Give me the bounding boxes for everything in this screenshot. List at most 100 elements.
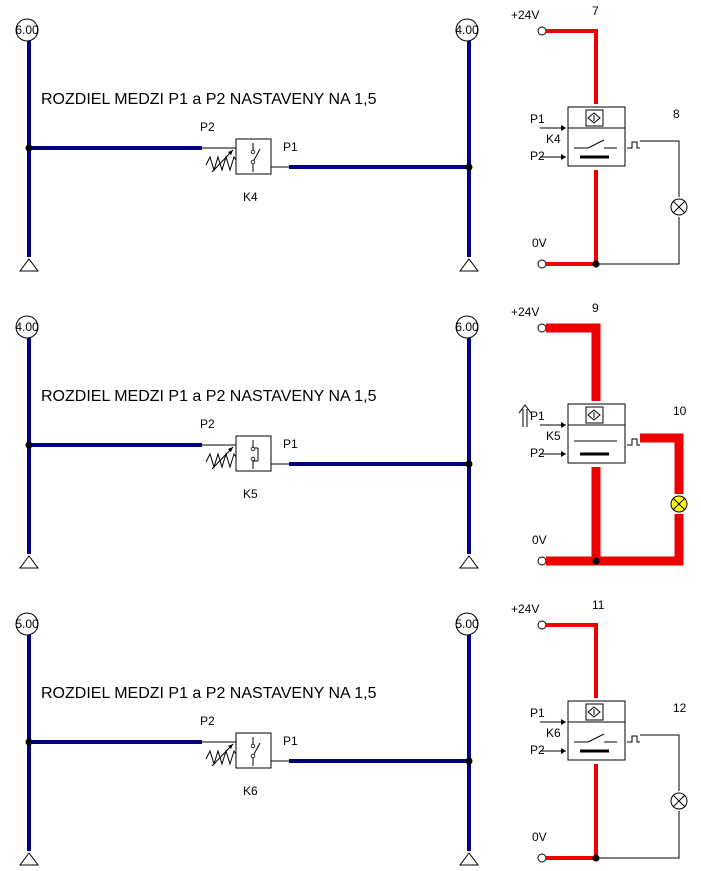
junction-dot <box>592 854 600 862</box>
output-wire <box>640 734 680 791</box>
arrow-head-icon <box>228 744 233 749</box>
arrow-icon <box>561 154 566 160</box>
supply-wire <box>546 623 598 698</box>
junction-dot <box>25 738 33 746</box>
indicator-lamp <box>670 792 688 810</box>
supply-terminal <box>537 620 547 630</box>
junction-dot <box>465 460 473 468</box>
right-gauge-value: 6.00 <box>455 320 479 334</box>
arrow-icon <box>561 748 566 754</box>
adjust-arrow-icon <box>211 743 234 767</box>
adjust-arrow-icon <box>211 149 234 173</box>
pressure-switch <box>202 435 289 472</box>
sensor-p1-label: P1 <box>530 112 545 126</box>
port-p1-label: P1 <box>283 140 298 154</box>
port-p2-label: P2 <box>200 714 215 728</box>
right-pressure-gauge: 5.00 <box>455 612 479 636</box>
lamp-cross <box>672 497 686 511</box>
indicator-lamp <box>670 198 688 216</box>
right-gauge-value: 4.00 <box>455 23 479 37</box>
ground-terminal <box>537 259 547 269</box>
sensor-diamond-icon <box>587 112 601 124</box>
supply-voltage-label: +24V <box>511 305 539 319</box>
sensor-label: K4 <box>546 132 561 146</box>
ground-voltage-label: 0V <box>532 830 547 844</box>
arrow-head-icon <box>228 150 233 155</box>
sensor-contact-open <box>587 733 605 743</box>
ground-terminal <box>537 853 547 863</box>
supply-voltage-label: +24V <box>511 8 539 22</box>
pressure-switch <box>202 732 289 769</box>
lamp-return-wire <box>596 514 684 566</box>
left-gauge-value: 4.00 <box>15 320 39 334</box>
sensor-p1-label: P1 <box>530 706 545 720</box>
output-line-number: 10 <box>673 404 687 418</box>
sensor-diamond-icon <box>587 706 601 718</box>
diagram-note: ROZDIEL MEDZI P1 a P2 NASTAVENY NA 1,5 <box>41 685 377 702</box>
sensor-label: K6 <box>546 726 561 740</box>
supply-wire <box>546 29 598 104</box>
supply-line-number: 9 <box>592 301 599 315</box>
arrow-icon <box>561 719 566 725</box>
sensor-label: K5 <box>546 429 561 443</box>
spring-icon <box>205 155 237 172</box>
port-p2-label: P2 <box>200 120 215 134</box>
diagram-note: ROZDIEL MEDZI P1 a P2 NASTAVENY NA 1,5 <box>41 388 377 405</box>
ground-terminal <box>537 556 547 566</box>
right-pressure-gauge: 4.00 <box>455 18 479 42</box>
pressure-switch <box>202 138 289 175</box>
sensor-contact-open <box>587 139 605 149</box>
spring-icon <box>205 749 237 766</box>
lamp-cross <box>672 200 686 214</box>
left-gauge-value: 6.00 <box>15 23 39 37</box>
right-pressure-gauge: 6.00 <box>455 315 479 339</box>
switch-label: K5 <box>243 487 258 501</box>
sensor-p2-label: P2 <box>530 149 545 163</box>
supply-voltage-label: +24V <box>511 602 539 616</box>
contact-point <box>250 446 256 452</box>
supply-line-number: 7 <box>592 4 599 18</box>
left-pressure-gauge: 5.00 <box>15 612 39 636</box>
supply-terminal <box>537 323 547 333</box>
left-exhaust-symbol <box>19 852 39 866</box>
junction-dot <box>592 260 600 268</box>
output-wire <box>640 433 684 494</box>
sensor-p2-label: P2 <box>530 743 545 757</box>
pulse-output-icon <box>627 735 640 743</box>
rising-arrow-head-icon <box>518 404 532 414</box>
lamp-return-wire <box>596 811 680 859</box>
supply-wire <box>546 323 601 401</box>
pulse-output-icon <box>627 141 640 149</box>
switch-label: K6 <box>243 784 258 798</box>
junction-dot <box>592 557 600 565</box>
left-gauge-value: 5.00 <box>15 617 39 631</box>
supply-terminal <box>537 26 547 36</box>
junction-dot <box>25 441 33 449</box>
lamp-cross <box>672 794 686 808</box>
left-exhaust-symbol <box>19 258 39 272</box>
contact-point <box>250 149 256 155</box>
contact-open <box>252 148 261 163</box>
switch-label: K4 <box>243 190 258 204</box>
adjust-arrow-icon <box>211 446 234 470</box>
output-line-number: 12 <box>673 701 687 715</box>
arrow-icon <box>561 125 566 131</box>
port-p2-label: P2 <box>200 417 215 431</box>
output-line-number: 8 <box>673 107 680 121</box>
port-p1-label: P1 <box>283 437 298 451</box>
sensor-p1-label: P1 <box>530 409 545 423</box>
contact-point <box>250 456 256 462</box>
arrow-head-icon <box>228 447 233 452</box>
ground-voltage-label: 0V <box>532 533 547 547</box>
contact-point <box>250 753 256 759</box>
left-pressure-gauge: 4.00 <box>15 315 39 339</box>
arrow-icon <box>561 451 566 457</box>
pulse-output-icon <box>627 438 640 446</box>
contact-point <box>250 743 256 749</box>
supply-line-number: 11 <box>592 598 605 612</box>
junction-dot <box>465 757 473 765</box>
